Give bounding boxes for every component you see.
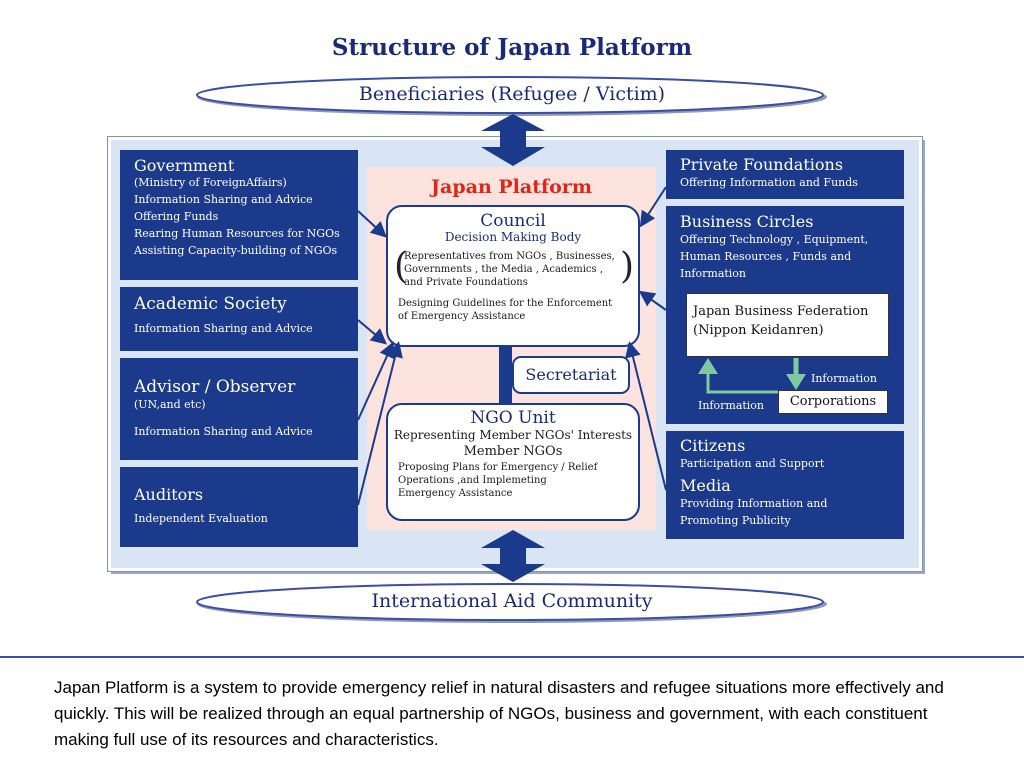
advisor-observer-line: Information Sharing and Advice bbox=[134, 425, 313, 438]
ngo-plan-line: Operations ,and Implemeting bbox=[398, 475, 547, 486]
international-aid-label: International Aid Community bbox=[371, 590, 653, 612]
business-circles-heading: Business Circles bbox=[680, 212, 814, 231]
government-line: (Ministry of ForeignAffairs) bbox=[134, 176, 287, 189]
council-member-line: and Private Foundations bbox=[404, 277, 528, 288]
ngo-unit-box: NGO Unit Representing Member NGOs' Inter… bbox=[386, 403, 640, 521]
arrow-auditors-council bbox=[357, 341, 403, 506]
media-line: Promoting Publicity bbox=[680, 514, 791, 527]
academic-society-line: Information Sharing and Advice bbox=[134, 322, 313, 335]
member-ngos-label: Member NGOs bbox=[463, 444, 563, 459]
ngo-plan-line: Emergency Assistance bbox=[398, 488, 513, 499]
ngo-unit-plans: Proposing Plans for Emergency / Relief O… bbox=[398, 461, 632, 500]
arrow-foundations-council bbox=[639, 186, 667, 228]
citizens-line: Participation and Support bbox=[680, 457, 825, 470]
advisor-observer-heading: Advisor / Observer bbox=[134, 377, 296, 397]
arrow-citizens-council bbox=[625, 341, 667, 491]
auditors-box: Auditors Independent Evaluation bbox=[120, 467, 358, 547]
council-member-line: Representatives from NGOs , Businesses, bbox=[404, 251, 615, 262]
green-arrow-left bbox=[706, 372, 778, 394]
council-guideline-line: of Emergency Assistance bbox=[398, 311, 526, 322]
government-line: Assisting Capacity-building of NGOs bbox=[134, 244, 338, 257]
auditors-line: Independent Evaluation bbox=[134, 512, 268, 525]
private-foundations-heading: Private Foundations bbox=[680, 155, 844, 174]
council-heading: Council bbox=[480, 211, 546, 231]
arrow-government-council bbox=[357, 210, 387, 238]
corporations-box: Corporations bbox=[778, 390, 888, 414]
government-line: Offering Funds bbox=[134, 210, 219, 223]
oval-shape bbox=[196, 76, 827, 116]
business-circles-line: Offering Technology , Equipment, bbox=[680, 233, 869, 246]
government-line: Information Sharing and Advice bbox=[134, 193, 313, 206]
keidanren-line: (Nippon Keidanren) bbox=[693, 323, 824, 338]
top-double-arrow bbox=[481, 114, 545, 166]
academic-society-heading: Academic Society bbox=[134, 294, 287, 314]
arrow-business-council bbox=[638, 290, 667, 311]
caption-text: Japan Platform is a system to provide em… bbox=[54, 678, 944, 749]
business-circles-line: Information bbox=[680, 267, 747, 280]
beneficiaries-oval: Beneficiaries (Refugee / Victim) bbox=[193, 74, 831, 118]
secretariat-box: Secretariat bbox=[512, 356, 630, 394]
government-heading: Government bbox=[134, 156, 235, 175]
council-ngo-connector bbox=[499, 345, 512, 405]
left-paren: ( bbox=[394, 246, 409, 287]
media-heading: Media bbox=[680, 476, 731, 495]
ngo-plan-line: Proposing Plans for Emergency / Relief bbox=[398, 462, 598, 473]
council-members: ( ) Representatives from NGOs , Business… bbox=[394, 247, 634, 289]
oval-shape bbox=[196, 583, 827, 623]
international-aid-oval: International Aid Community bbox=[193, 581, 831, 625]
council-member-line: Governments , the Media , Academics , bbox=[404, 264, 604, 275]
bottom-double-arrow bbox=[481, 530, 545, 582]
council-box: Council Decision Making Body ( ) Represe… bbox=[386, 205, 640, 347]
auditors-heading: Auditors bbox=[134, 485, 204, 504]
council-subheading: Decision Making Body bbox=[444, 230, 582, 244]
government-box: Government (Ministry of ForeignAffairs) … bbox=[120, 150, 358, 280]
ngo-unit-line: Representing Member NGOs' Interests bbox=[393, 428, 633, 442]
ngo-unit-heading: NGO Unit bbox=[470, 408, 556, 428]
academic-society-box: Academic Society Information Sharing and… bbox=[120, 287, 358, 351]
citizens-media-box: Citizens Participation and Support Media… bbox=[666, 431, 904, 539]
council-guidelines: Designing Guidelines for the Enforcement… bbox=[398, 297, 632, 323]
keidanren-box: Japan Business Federation (Nippon Keidan… bbox=[686, 293, 889, 357]
page-title: Structure of Japan Platform bbox=[331, 34, 693, 61]
government-line: Rearing Human Resources for NGOs bbox=[134, 227, 340, 240]
private-foundations-line: Offering Information and Funds bbox=[680, 176, 858, 189]
information-label-left: Information bbox=[698, 399, 765, 412]
council-guideline-line: Designing Guidelines for the Enforcement bbox=[398, 298, 613, 309]
media-line: Providing Information and bbox=[680, 497, 828, 510]
arrow-academic-council bbox=[357, 319, 388, 345]
advisor-observer-box: Advisor / Observer (UN,and etc) Informat… bbox=[120, 358, 358, 460]
information-label-right: Information bbox=[811, 372, 878, 385]
beneficiaries-label: Beneficiaries (Refugee / Victim) bbox=[358, 83, 666, 105]
right-paren: ) bbox=[619, 246, 634, 287]
keidanren-line: Japan Business Federation bbox=[693, 304, 869, 319]
japan-platform-title: Japan Platform bbox=[431, 176, 592, 198]
advisor-observer-line: (UN,and etc) bbox=[134, 398, 206, 411]
private-foundations-box: Private Foundations Offering Information… bbox=[666, 150, 904, 199]
arrow-advisor-council bbox=[357, 341, 395, 421]
citizens-heading: Citizens bbox=[680, 436, 746, 455]
separator-line bbox=[0, 656, 1024, 658]
business-circles-line: Human Resources , Funds and bbox=[680, 250, 852, 263]
